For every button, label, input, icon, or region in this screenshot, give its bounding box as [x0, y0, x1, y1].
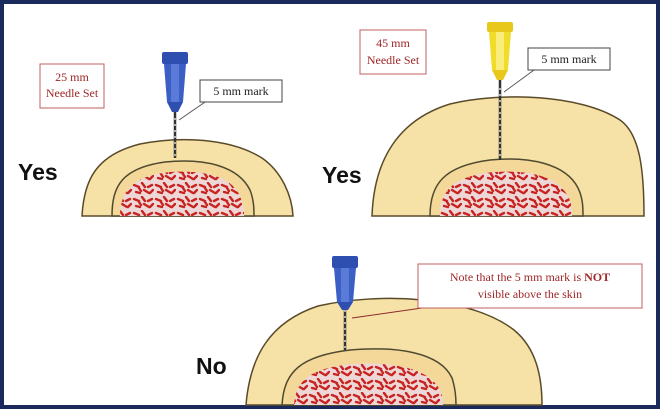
needle-hub-yellow: [487, 22, 513, 80]
needle-set-label-line2: Needle Set: [367, 53, 420, 67]
panel-top-right: 5 mm mark 45 mm Needle Set Yes: [322, 22, 644, 216]
panel-top-left: 5 mm mark 25 mm Needle Set Yes: [18, 52, 293, 216]
verdict-label: Yes: [18, 159, 58, 185]
mark-pointer-line: [179, 100, 208, 120]
note-line2: visible above the skin: [478, 287, 582, 301]
verdict-label: No: [196, 353, 227, 379]
panel-bottom: Note that the 5 mm mark is NOT visible a…: [196, 256, 642, 405]
note-line1: Note that the 5 mm mark is NOT: [450, 270, 610, 284]
note-line1-prefix: Note that the 5 mm mark is: [450, 270, 584, 284]
needle-set-label-line2: Needle Set: [46, 86, 99, 100]
needle-hub-blue: [162, 52, 188, 112]
mark-label: 5 mm mark: [541, 52, 596, 66]
needle-set-label-line1: 45 mm: [376, 36, 410, 50]
needle-set-label-line1: 25 mm: [55, 70, 89, 84]
note-line1-bold: NOT: [584, 270, 610, 284]
mark-label: 5 mm mark: [213, 84, 268, 98]
verdict-label: Yes: [322, 162, 362, 188]
mark-pointer-line: [504, 70, 534, 92]
